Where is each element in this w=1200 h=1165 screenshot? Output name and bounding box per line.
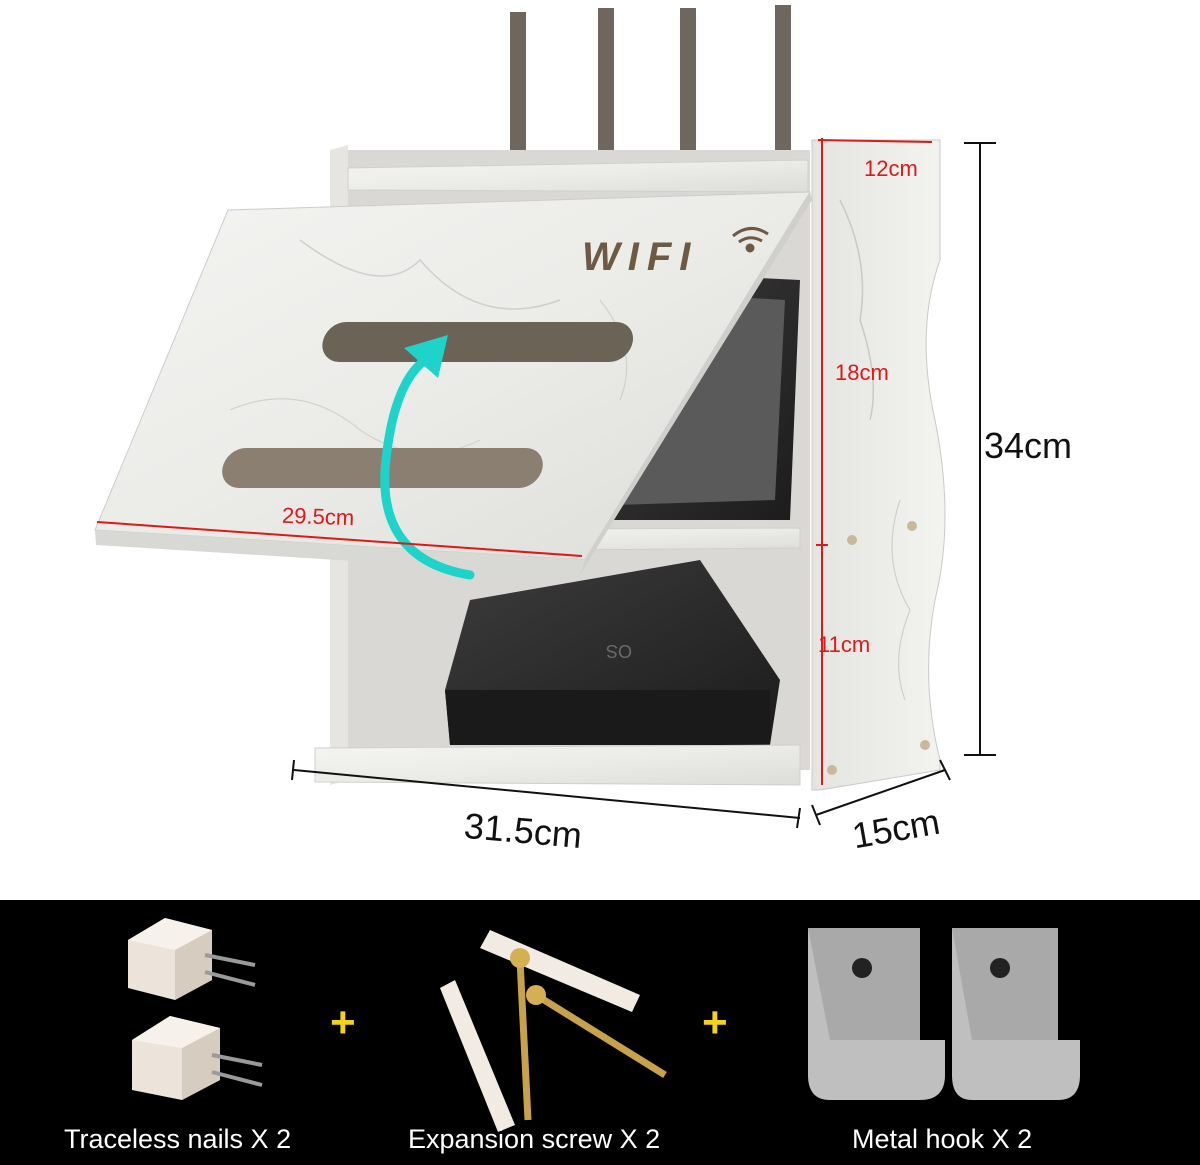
bottom-shelf	[314, 744, 801, 786]
red-dimension-lines	[96, 138, 933, 785]
accessories-strip	[0, 900, 1200, 1165]
dimension-lower-height: 11cm	[818, 632, 871, 657]
plus-separator-1: +	[330, 998, 356, 1047]
expansion-screw-icon	[440, 930, 667, 1132]
product-photo-area: OS WIFI	[94, 5, 996, 829]
right-side-panel	[811, 139, 946, 791]
wifi-icon	[732, 227, 769, 253]
metal-hook-icon	[808, 928, 1080, 1100]
accessory-label-metal-hook: Metal hook X 2	[852, 1124, 1033, 1154]
lower-router: OS	[445, 560, 780, 745]
plus-separator-2: +	[702, 998, 728, 1047]
hinged-lid: WIFI	[94, 191, 812, 575]
traceless-nail-icon	[128, 918, 263, 1100]
black-dimension-lines	[291, 142, 996, 829]
dimension-top-depth: 12cm	[864, 156, 918, 181]
dimension-lid-width: 29.5cm	[281, 502, 355, 531]
dimension-total-height: 34cm	[984, 425, 1073, 466]
router-storage-box-illustration: OS WIFI	[94, 5, 996, 829]
open-lid-arrow	[380, 335, 475, 580]
dimension-upper-height: 18cm	[835, 360, 889, 385]
router-brand-label: OS	[606, 641, 632, 661]
accessory-label-expansion-screw: Expansion screw X 2	[408, 1124, 661, 1154]
lid-vent-slot-upper	[322, 322, 634, 362]
wifi-panel-text: WIFI	[582, 235, 698, 279]
accessory-label-traceless-nails: Traceless nails X 2	[64, 1124, 292, 1154]
